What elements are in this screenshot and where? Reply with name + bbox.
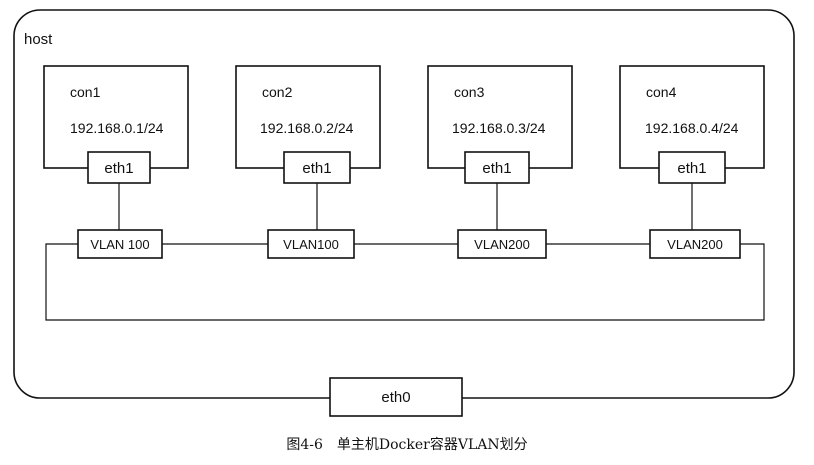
eth1-label: eth1 [677,160,706,177]
vlan-box [77,229,163,259]
figure-caption: 图4-6 单主机Docker容器VLAN划分 [286,436,527,453]
vlan-box [267,229,355,259]
container-con4: con4 192.168.0.4/24 eth1 VLAN200 [619,65,765,259]
eth1-label: eth1 [302,160,331,177]
container-ip: 192.168.0.2/24 [260,120,354,136]
eth0-box [329,377,463,417]
container-con1: con1 192.168.0.1/24 eth1 VLAN 100 [43,65,189,259]
container-name: con3 [454,84,485,100]
vlan-box [649,229,741,259]
container-ip: 192.168.0.4/24 [645,120,739,136]
container-con3: con3 192.168.0.3/24 eth1 VLAN200 [427,65,573,259]
container-con2: con2 192.168.0.2/24 eth1 VLAN100 [235,65,381,259]
eth1-box [283,151,351,184]
container-ip: 192.168.0.3/24 [452,120,546,136]
eth0-label: eth0 [381,389,410,406]
vlan-label: VLAN200 [667,237,723,252]
container-box [619,65,765,169]
container-box [427,65,573,169]
eth1-box [464,151,530,184]
vlan-loop-line [45,243,765,321]
container-name: con4 [646,84,677,100]
vlan-label: VLAN200 [474,237,530,252]
eth1-label: eth1 [482,160,511,177]
container-box [235,65,381,169]
eth1-label: eth1 [104,160,133,177]
container-name: con1 [70,84,101,100]
eth1-box [658,151,726,184]
container-ip: 192.168.0.1/24 [70,120,164,136]
vlan-label: VLAN 100 [90,237,149,252]
container-box [43,65,189,169]
vlan-label: VLAN100 [283,237,339,252]
host-label: host [24,31,53,48]
vlan-box [457,229,547,259]
eth1-box [87,151,151,184]
container-name: con2 [262,84,293,100]
